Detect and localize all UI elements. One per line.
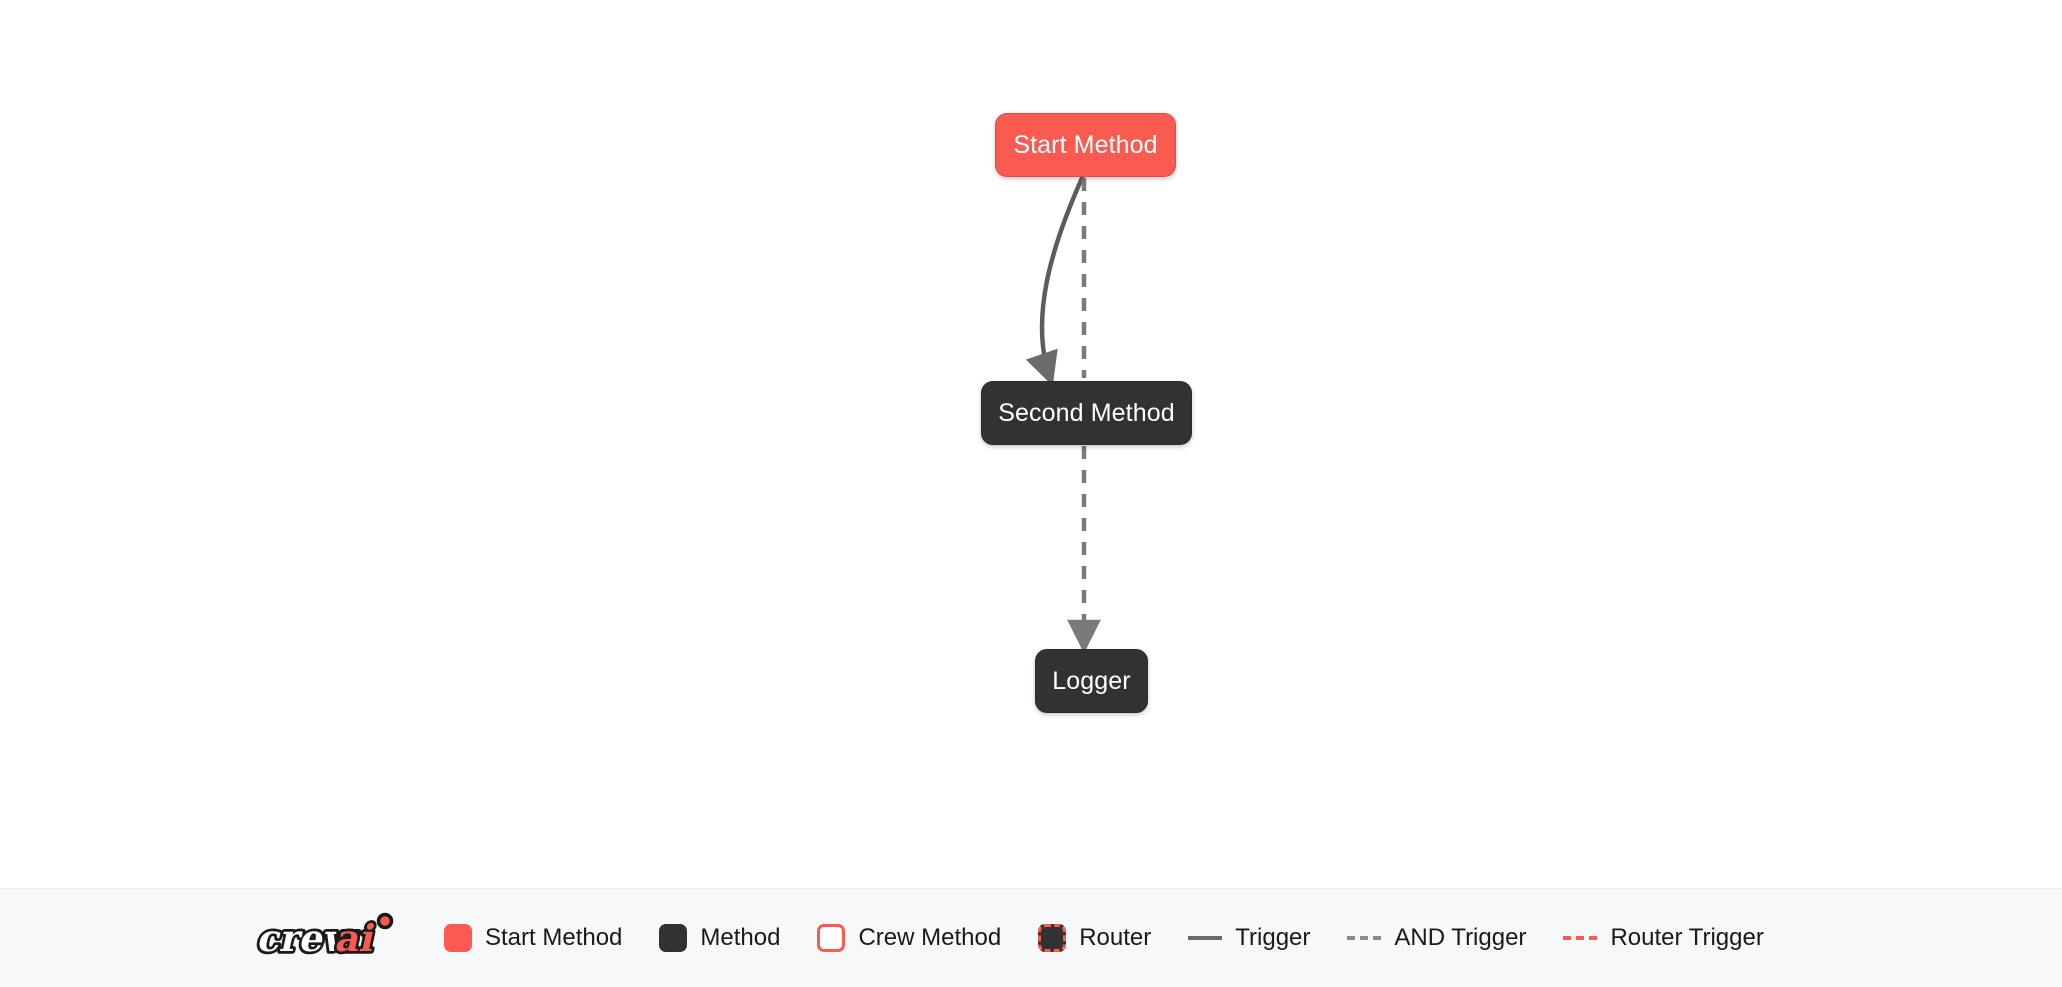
legend-label: Router — [1079, 924, 1152, 951]
crewai-logo-primary-text: crew — [254, 916, 361, 960]
router-trigger-line-icon — [1563, 936, 1598, 940]
legend-item-start-method: Start Method — [444, 924, 622, 952]
crewai-logo-dot — [376, 912, 394, 930]
flow-node-label: Second Method — [998, 398, 1175, 427]
crewai-logo-accent-text: ai — [332, 916, 379, 960]
legend-item-crew-method: Crew Method — [817, 924, 1001, 952]
legend-items: Start Method Method Crew Method Router T… — [444, 924, 1764, 952]
legend-item-trigger: Trigger — [1188, 926, 1310, 950]
legend-item-and-trigger: AND Trigger — [1347, 926, 1526, 950]
flow-canvas[interactable]: Start Method Second Method Logger — [0, 0, 2062, 888]
legend-label: AND Trigger — [1394, 924, 1527, 951]
flow-node-logger[interactable]: Logger — [1035, 649, 1148, 713]
legend-label: Router Trigger — [1610, 924, 1764, 951]
legend-item-method: Method — [659, 924, 780, 952]
legend-item-router-trigger: Router Trigger — [1563, 924, 1764, 951]
flow-node-label: Logger — [1052, 666, 1131, 695]
legend-label: Method — [700, 924, 781, 951]
legend-label: Trigger — [1235, 924, 1311, 951]
legend-item-router: Router — [1038, 924, 1151, 952]
start-method-swatch-icon — [444, 924, 472, 952]
and-trigger-line-icon — [1347, 936, 1382, 940]
router-swatch-icon — [1038, 924, 1067, 952]
legend-label: Crew Method — [858, 924, 1002, 951]
legend-bar: crew ai Start Method Method Crew Method … — [0, 888, 2062, 987]
legend-label: Start Method — [485, 924, 623, 951]
crewai-logo: crew ai — [252, 912, 394, 963]
flow-node-second-method[interactable]: Second Method — [981, 381, 1192, 445]
crew-method-swatch-icon — [817, 924, 846, 952]
method-swatch-icon — [659, 924, 688, 952]
flow-node-start-method[interactable]: Start Method — [995, 113, 1176, 177]
trigger-line-icon — [1188, 936, 1223, 940]
edge-trigger-start-to-second — [1025, 175, 1085, 386]
flow-node-label: Start Method — [1013, 130, 1158, 159]
